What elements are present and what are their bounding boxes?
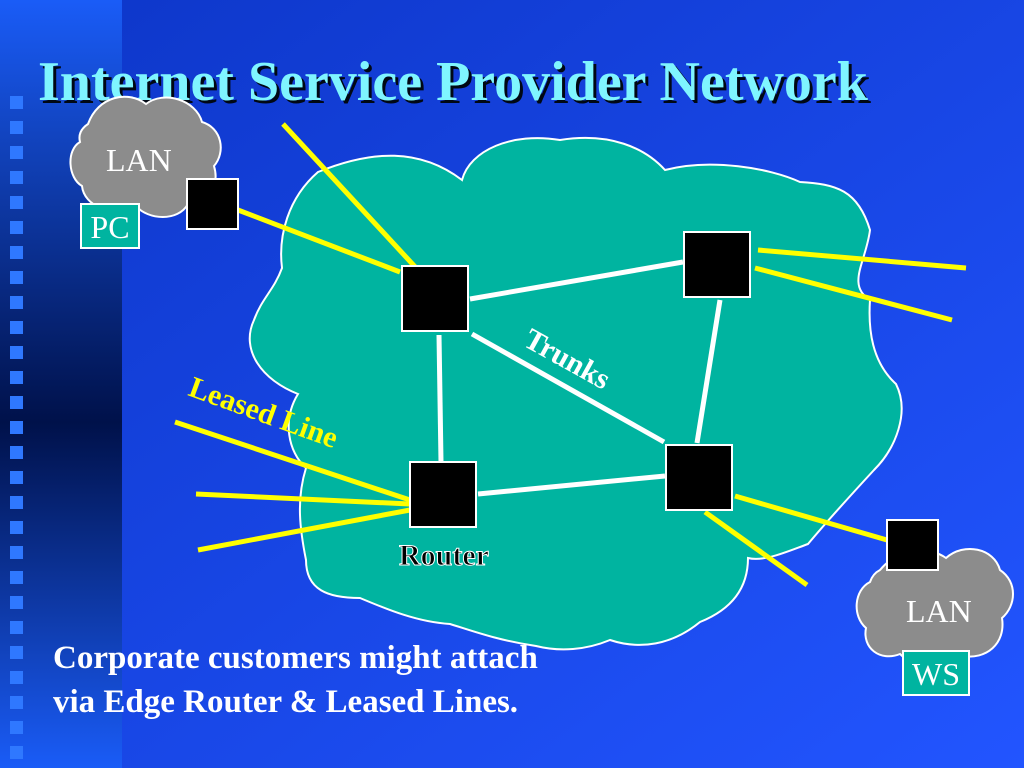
stripe-square bbox=[10, 196, 23, 209]
stripe-square bbox=[10, 421, 23, 434]
stripe-square bbox=[10, 721, 23, 734]
caption-line-2: via Edge Router & Leased Lines. bbox=[53, 684, 519, 720]
stripe-square bbox=[10, 396, 23, 409]
stripe-square bbox=[10, 596, 23, 609]
router-label: Router bbox=[399, 539, 489, 572]
stripe-square bbox=[10, 296, 23, 309]
stripe-square bbox=[10, 521, 23, 534]
router-node bbox=[401, 265, 469, 332]
trunk-line bbox=[694, 299, 723, 444]
leased-line bbox=[237, 207, 401, 275]
stripe-square bbox=[10, 546, 23, 559]
trunk-line bbox=[436, 334, 444, 463]
stripe-square bbox=[10, 671, 23, 684]
stripe-square bbox=[10, 696, 23, 709]
leased-line bbox=[754, 265, 953, 323]
ws-label: WS bbox=[912, 656, 960, 692]
stripe-square bbox=[10, 171, 23, 184]
stripe-square bbox=[10, 146, 23, 159]
stripe-square bbox=[10, 346, 23, 359]
router-node bbox=[683, 231, 751, 298]
ws-tag-box bbox=[902, 650, 970, 696]
trunk-line bbox=[477, 473, 666, 497]
pc-tag-box bbox=[80, 203, 140, 249]
caption: Corporate customers might attach via Edg… bbox=[53, 636, 538, 724]
router-node bbox=[409, 461, 477, 528]
trunk-line bbox=[470, 331, 666, 445]
leased-line bbox=[197, 507, 411, 553]
leased-line bbox=[757, 247, 967, 271]
leased-lines bbox=[174, 122, 967, 588]
stripe-square bbox=[10, 746, 23, 759]
stripe-square bbox=[10, 371, 23, 384]
stripe-squares bbox=[10, 96, 23, 759]
routers bbox=[186, 178, 939, 571]
leased-line bbox=[195, 491, 411, 507]
trunk-line bbox=[469, 259, 684, 302]
lan-label-bottom: LAN bbox=[906, 593, 972, 629]
stripe-square bbox=[10, 321, 23, 334]
stripe-square bbox=[10, 121, 23, 134]
lan-node-top bbox=[186, 178, 239, 230]
stripe-square bbox=[10, 96, 23, 109]
leased-line bbox=[281, 122, 420, 272]
stripe-square bbox=[10, 571, 23, 584]
leased-line bbox=[174, 419, 411, 503]
stripe-square bbox=[10, 471, 23, 484]
stripe-square bbox=[10, 621, 23, 634]
caption-line-1: Corporate customers might attach bbox=[53, 640, 538, 676]
stripe-square bbox=[10, 496, 23, 509]
stripe-square bbox=[10, 271, 23, 284]
stripe-square bbox=[10, 446, 23, 459]
leased-line bbox=[734, 493, 888, 543]
stripe-square bbox=[10, 221, 23, 234]
stripe-square bbox=[10, 246, 23, 259]
lan-label-top: LAN bbox=[106, 142, 172, 178]
pc-label: PC bbox=[90, 209, 129, 245]
stripe-square bbox=[10, 646, 23, 659]
lan-node-bottom bbox=[886, 519, 939, 571]
trunk-lines bbox=[436, 259, 723, 497]
leased-line bbox=[703, 509, 809, 588]
router-node bbox=[665, 444, 733, 511]
